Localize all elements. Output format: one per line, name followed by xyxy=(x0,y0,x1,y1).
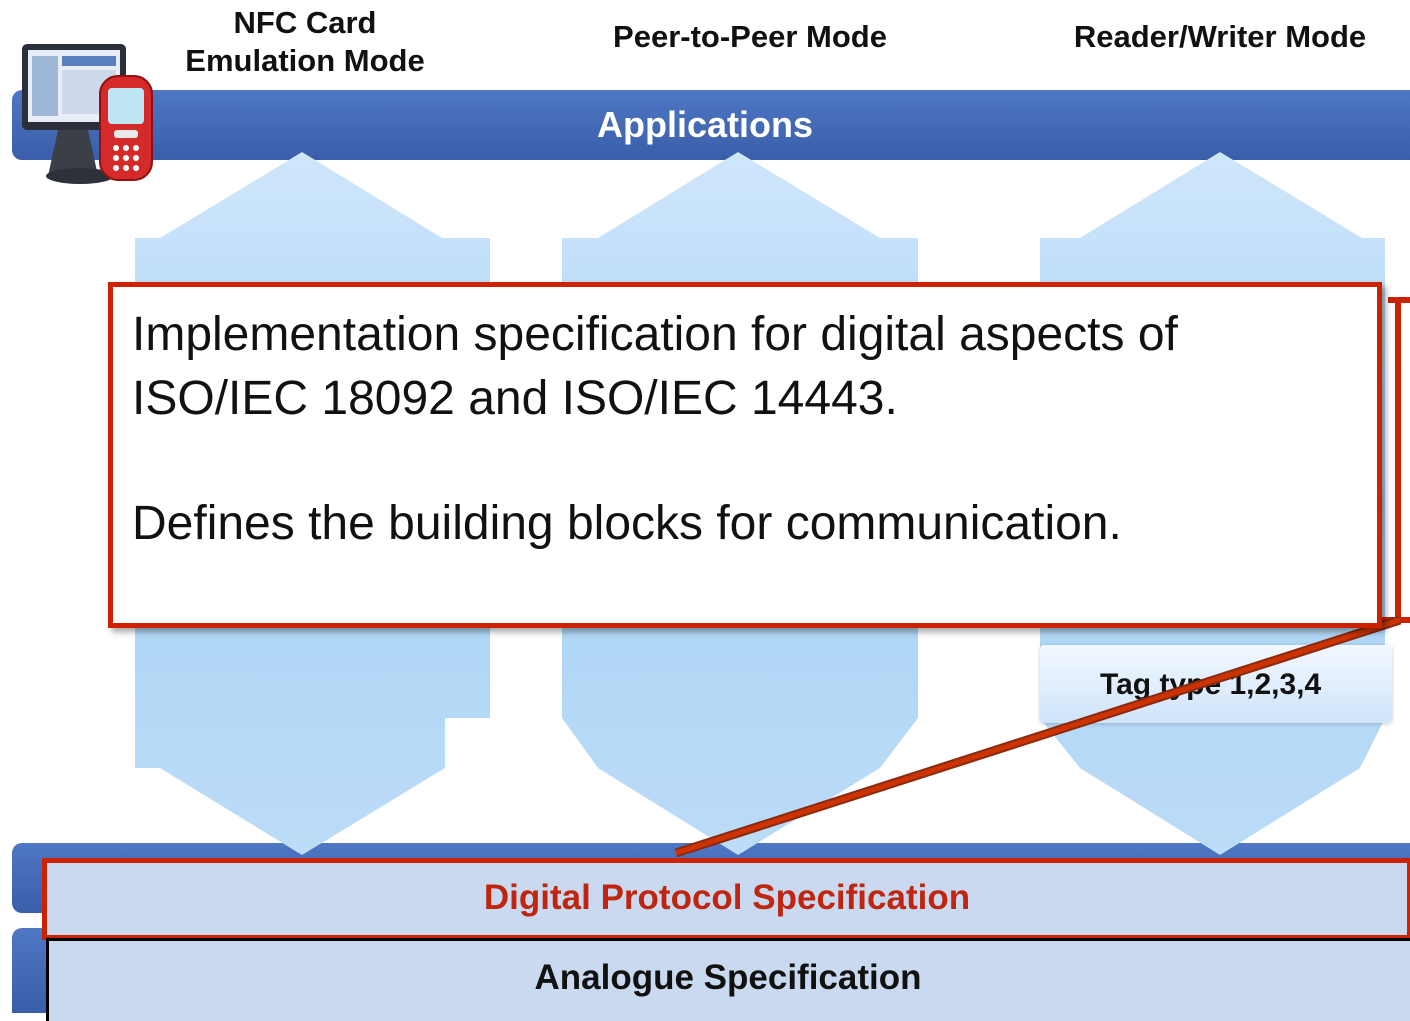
mode-label-nfc-card-emulation: NFC Card Emulation Mode xyxy=(185,5,425,78)
analogue-spec-label: Analogue Specification xyxy=(534,958,922,997)
device-icon xyxy=(22,44,153,184)
mode-label-reader-writer: Reader/Writer Mode xyxy=(1073,19,1367,54)
analogue-spec-box xyxy=(46,938,1410,1021)
tag-type-box xyxy=(1040,645,1392,723)
callout-text-implementation: Implementation specification for digital… xyxy=(132,308,1178,425)
digital-protocol-label: Digital Protocol Specification xyxy=(483,878,971,917)
digital-protocol-box xyxy=(42,858,1410,940)
applications-label: Applications xyxy=(596,104,814,145)
callout-box xyxy=(108,282,1382,628)
mode-label-peer-to-peer: Peer-to-Peer Mode xyxy=(613,19,887,54)
applications-bar xyxy=(12,90,1410,160)
mobile-phone-icon xyxy=(99,75,153,181)
callout-text-building-blocks: Defines the building blocks for communic… xyxy=(132,497,1122,550)
